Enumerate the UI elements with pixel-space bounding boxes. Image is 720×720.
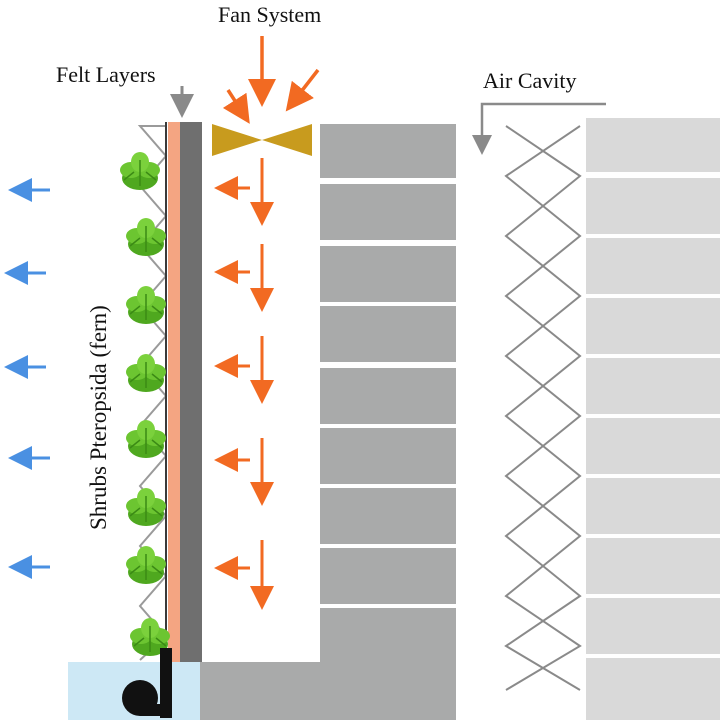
felt-inner-layer bbox=[180, 122, 202, 664]
fan-inflow-arrow-left bbox=[222, 89, 250, 124]
air-cavity-zigzag-a bbox=[504, 125, 582, 691]
felt-outer-layer bbox=[168, 122, 180, 664]
fan-icon bbox=[212, 124, 312, 156]
pipe bbox=[160, 648, 172, 718]
fern-plant-icon bbox=[125, 487, 167, 527]
fern-plant-icon bbox=[125, 419, 167, 459]
fern-plant-icon bbox=[125, 545, 167, 585]
base-slab bbox=[200, 662, 456, 720]
fern-plant-icon bbox=[125, 353, 167, 393]
cavity-airflow bbox=[214, 158, 274, 610]
fan-system-label: Fan System bbox=[218, 2, 321, 27]
air-cavity-zigzag-b bbox=[504, 125, 582, 691]
felt-layers-label: Felt Layers bbox=[56, 62, 156, 87]
outer-wall-blocks bbox=[586, 118, 720, 720]
fern-plant-icon bbox=[125, 285, 167, 325]
fan-inflow-arrow-right bbox=[285, 68, 320, 112]
wall-block-column bbox=[320, 124, 456, 664]
plant-species-label: Shrubs Pteropsida (fern) bbox=[86, 305, 111, 530]
fern-plant-icon bbox=[119, 151, 161, 191]
pump-icon bbox=[122, 680, 166, 716]
air-cavity-pointer bbox=[472, 102, 606, 155]
air-cavity-label: Air Cavity bbox=[483, 68, 577, 93]
